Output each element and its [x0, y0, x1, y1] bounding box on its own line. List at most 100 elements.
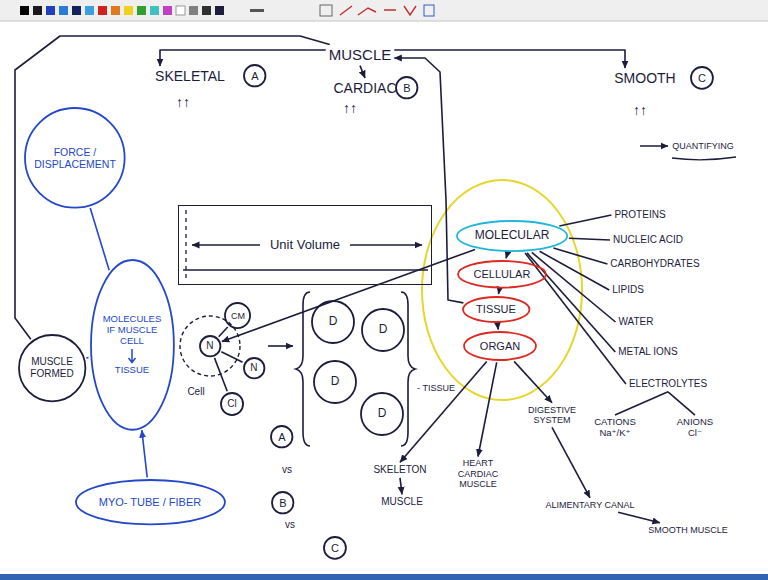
oval-stroke — [464, 332, 536, 360]
level-oval: MOLECULAR — [456, 220, 568, 252]
left-brace — [296, 292, 310, 446]
organ-text: DIGESTIVE SYSTEM — [525, 404, 579, 427]
level-oval: CELLULAR — [457, 260, 547, 289]
cell-circle: D — [313, 360, 357, 404]
type-label: CARDIAC — [331, 79, 398, 97]
unit-volume-box: Unit Volume — [178, 205, 432, 285]
node-text: LIPIDS — [612, 284, 644, 296]
nucleus-circle: N — [199, 335, 221, 357]
ion-text: ANIONSCl⁻ — [675, 416, 715, 440]
connector — [525, 253, 626, 384]
node-text: CELLULAR — [474, 268, 531, 281]
connector — [222, 249, 475, 341]
organelle-circle: Cl — [220, 392, 244, 416]
connector — [497, 324, 499, 330]
volume-dashed-edge — [185, 210, 186, 280]
node-text: D — [379, 323, 388, 337]
connector — [15, 36, 330, 339]
node-text: DIGESTIVE SYSTEM — [527, 405, 577, 426]
oval-stroke — [396, 77, 417, 98]
connector — [553, 248, 607, 264]
node-text: CARBOHYDRATES — [610, 258, 699, 270]
node-text: D — [329, 315, 338, 329]
connector — [569, 238, 610, 240]
node-text: CM — [231, 311, 245, 321]
quantify-underline — [672, 157, 736, 160]
note-label: vs — [285, 519, 295, 531]
level-oval: ORGAN — [463, 331, 537, 361]
node-text: Unit Volume — [270, 238, 340, 253]
oval-stroke — [271, 426, 292, 447]
connector — [498, 290, 500, 294]
connector — [668, 392, 695, 415]
component-text: NUCLEIC ACID — [611, 233, 685, 247]
connector — [615, 392, 668, 415]
node-text: TISSUE — [100, 365, 164, 376]
node-text: MOLECULAR — [475, 229, 550, 243]
oval-stroke — [463, 297, 529, 322]
component-text: ELECTROLYTES — [627, 377, 709, 391]
node-text: Cl — [227, 398, 236, 410]
cell-circle: D — [360, 392, 404, 436]
connector — [90, 208, 109, 270]
node-text: FORCE / DISPLACEMENT — [34, 146, 116, 170]
oval-stroke — [458, 261, 546, 288]
organ-text: SMOOTH MUSCLE — [646, 524, 730, 536]
connector — [160, 50, 326, 66]
connector — [514, 361, 552, 402]
level-oval: TISSUE — [462, 296, 530, 323]
node-text: MUSCLE — [381, 496, 423, 508]
note-label: ↑↑ — [176, 94, 190, 110]
oval-stroke — [221, 393, 243, 415]
connector — [142, 430, 147, 477]
organ-text: ALIMENTARY CANAL — [543, 499, 636, 511]
connector — [559, 215, 611, 226]
connector — [219, 327, 228, 337]
type-label: SKELETAL — [153, 67, 227, 85]
volume-arrow-right — [350, 244, 422, 246]
circled-letter: B — [271, 491, 294, 514]
concept-oval: MOLECULES IF MUSCLE CELLTISSUE — [90, 259, 175, 431]
organ-text: SKELETON — [371, 463, 428, 477]
note-label: vs — [282, 464, 292, 476]
connector — [86, 357, 88, 359]
organelle-circle: N — [243, 357, 265, 379]
node-text: TISSUE — [476, 303, 516, 316]
concept-circle: MUSCLE FORMED — [18, 334, 86, 402]
node-text: CARDIAC — [333, 80, 396, 96]
node-text: Cl⁻ — [688, 428, 702, 439]
component-text: METAL IONS — [616, 345, 679, 359]
arrow-stroke — [128, 349, 135, 363]
concept-oval: MYO- TUBE / FIBER — [75, 479, 226, 525]
circled-letter: A — [270, 425, 293, 448]
node-text: MUSCLE — [329, 46, 392, 63]
oval-stroke — [244, 358, 264, 378]
toolbar-edge — [0, 21, 768, 22]
node-text: N — [206, 340, 213, 352]
note-label: QUANTIFYING — [672, 141, 734, 151]
node-text: D — [378, 407, 387, 421]
node-text: ANIONS — [677, 417, 713, 428]
oval-stroke — [91, 260, 174, 430]
connector — [400, 362, 487, 463]
connector — [394, 50, 625, 68]
connector — [400, 478, 402, 495]
node-text: ELECTROLYTES — [629, 378, 707, 390]
oval-stroke — [361, 393, 403, 435]
oval-stroke — [362, 309, 404, 351]
oval-stroke — [691, 67, 713, 89]
connector — [221, 352, 242, 363]
component-text: PROTEINS — [612, 208, 667, 222]
node-text: HEART CARDIAC MUSCLE — [452, 458, 504, 489]
oval-stroke — [272, 492, 293, 513]
node-text: NUCLEIC ACID — [613, 234, 683, 246]
organ-text: HEART CARDIAC MUSCLE — [450, 457, 506, 490]
note-label: ↑↑ — [633, 102, 647, 118]
volume-arrow-left — [192, 244, 260, 246]
flow-arrow — [127, 348, 137, 364]
node-text: SMOOTH MUSCLE — [648, 525, 728, 535]
note-label: ↑↑ — [343, 100, 357, 116]
circled-letter: B — [395, 76, 418, 99]
node-text: SMOOTH — [614, 70, 675, 86]
